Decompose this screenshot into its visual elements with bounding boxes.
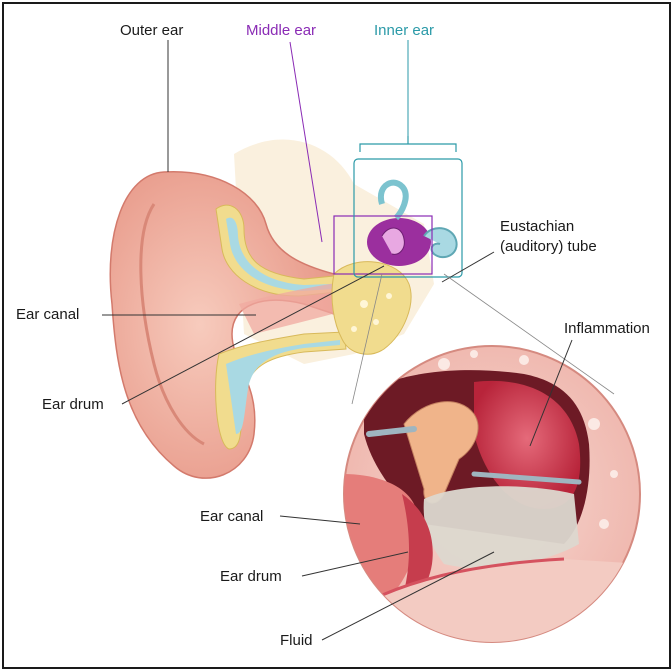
eustachian-label-line1: Eustachian <box>500 218 574 236</box>
inflammation-label: Inflammation <box>564 320 650 338</box>
outer-ear-label: Outer ear <box>120 22 183 40</box>
middle-ear-label: Middle ear <box>246 22 316 40</box>
fluid-label: Fluid <box>280 632 313 650</box>
mastoid-bone <box>332 262 411 355</box>
ear-drum-label: Ear drum <box>42 396 104 414</box>
inset-ear-canal-label: Ear canal <box>200 508 263 526</box>
inner-ear-label: Inner ear <box>374 22 434 40</box>
inset-ear-drum-label: Ear drum <box>220 568 282 586</box>
inner-ear-bracket <box>360 136 456 152</box>
ear-canal-label: Ear canal <box>16 306 79 324</box>
eustachian-label-line2: (auditory) tube <box>500 238 597 256</box>
